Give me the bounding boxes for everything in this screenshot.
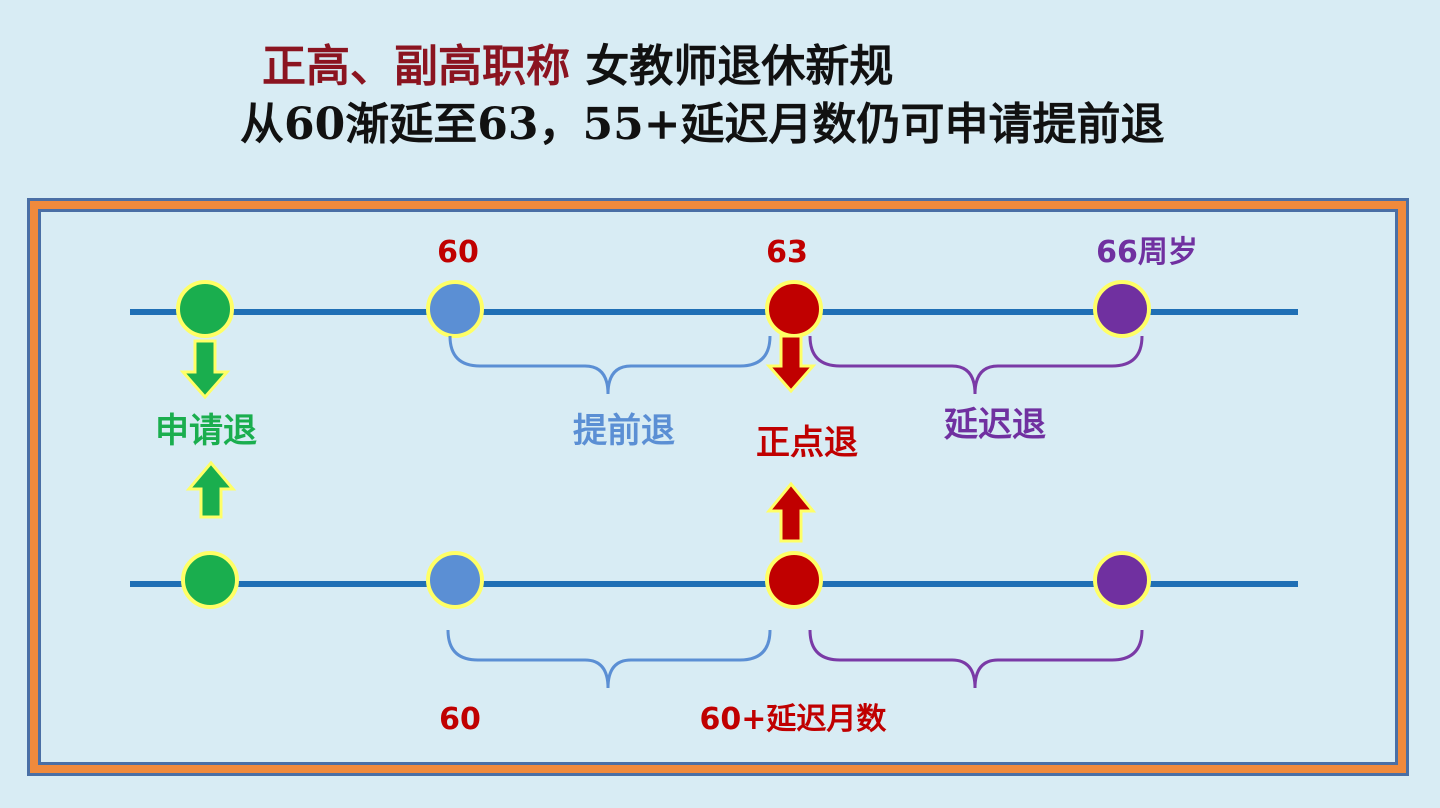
green-arrow-up-icon [185, 460, 237, 519]
red-arrow-down-icon [765, 334, 817, 394]
delayed-retire-label: 延迟退 [944, 405, 1046, 445]
title-line-1: 正高、副高职称 女教师退休新规 [262, 30, 893, 94]
diagram-frame [27, 198, 1409, 776]
top-green-dot [176, 280, 234, 338]
bottom-age-60-plus-label: 60+延迟月数 [700, 702, 888, 737]
top-red-dot [765, 280, 823, 338]
ontime-retire-label: 正点退 [756, 423, 858, 463]
bottom-blue-dot [426, 551, 484, 609]
bottom-green-dot [181, 551, 239, 609]
bottom-red-dot [765, 551, 823, 609]
top-purple-dot [1093, 280, 1151, 338]
top-age-60-label: 60 [437, 235, 479, 270]
red-arrow-up-icon [765, 481, 817, 543]
bottom-brace-blue [446, 629, 772, 689]
top-age-63-label: 63 [766, 235, 808, 270]
title-accent: 正高、副高职称 [262, 41, 570, 92]
green-arrow-down-icon [179, 339, 231, 400]
title-line-2: 从60渐延至63，55+延迟月数仍可申请提前退 [240, 99, 1165, 150]
top-blue-dot [426, 280, 484, 338]
top-age-66-label: 66周岁 [1096, 235, 1198, 270]
early-retire-label: 提前退 [573, 411, 675, 451]
top-brace-purple [808, 335, 1144, 395]
bottom-brace-purple [808, 629, 1144, 689]
bottom-age-60-label: 60 [439, 702, 481, 737]
title-rest: 女教师退休新规 [570, 41, 894, 92]
bottom-purple-dot [1093, 551, 1151, 609]
diagram-frame-inner [38, 209, 1398, 765]
top-brace-blue [448, 335, 772, 395]
apply-retire-label: 申请退 [155, 411, 257, 451]
